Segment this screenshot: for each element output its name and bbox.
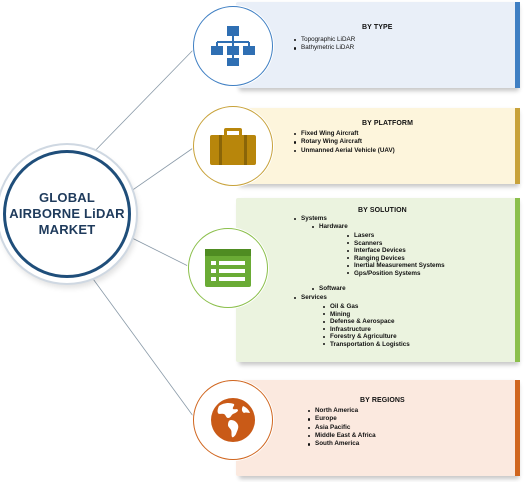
platform-list: Fixed Wing Aircraft Rotary Wing Aircraft… — [294, 130, 395, 155]
list-item: Europe — [308, 415, 376, 423]
software-label: Software — [312, 285, 346, 293]
connector-solution — [123, 233, 197, 271]
list-item: Defense & Aerospace — [323, 318, 410, 326]
list-item: Ranging Devices — [347, 255, 445, 263]
type-badge — [193, 6, 273, 86]
connector-regions — [87, 271, 197, 421]
platform-panel-accent — [515, 108, 520, 184]
org-chart-icon — [211, 26, 255, 66]
list-item: Inertial Measurement Systems — [347, 262, 445, 270]
list-item: North America — [308, 407, 376, 415]
solution-services-list: Services — [294, 294, 327, 302]
services-label: Services — [294, 294, 327, 302]
solution-panel-accent — [515, 198, 520, 362]
solution-systems-list: Systems — [294, 215, 327, 223]
solution-panel: BY SOLUTION Systems Hardware Lasers Scan… — [236, 198, 520, 362]
market-hub: GLOBAL AIRBORNE LiDAR MARKET — [3, 150, 131, 278]
list-item: Bathymetric LiDAR — [294, 44, 355, 52]
regions-panel: BY REGIONS North America Europe Asia Pac… — [236, 380, 520, 476]
connector-type — [87, 46, 197, 159]
list-item: Unmanned Aerial Vehicle (UAV) — [294, 147, 395, 155]
platform-badge — [193, 106, 273, 186]
hardware-label: Hardware — [312, 223, 348, 231]
regions-panel-accent — [515, 380, 520, 476]
solution-title: BY SOLUTION — [358, 207, 407, 214]
solution-hardware-list: Hardware — [312, 223, 348, 231]
solution-software-list: Software — [312, 285, 346, 293]
list-item: Interface Devices — [347, 247, 445, 255]
list-window-icon — [205, 249, 251, 287]
regions-list: North America Europe Asia Pacific Middle… — [308, 407, 376, 448]
list-item: Middle East & Africa — [308, 432, 376, 440]
list-item: Rotary Wing Aircraft — [294, 138, 395, 146]
platform-title: BY PLATFORM — [362, 120, 414, 127]
list-item: Lasers — [347, 232, 445, 240]
type-panel: BY TYPE Topographic LiDAR Bathymetric Li… — [236, 2, 520, 88]
briefcase-icon — [210, 128, 256, 165]
solution-badge — [188, 228, 268, 308]
list-item: Scanners — [347, 240, 445, 248]
connector-platform — [123, 145, 197, 197]
regions-badge — [193, 380, 273, 460]
list-item: Topographic LiDAR — [294, 36, 355, 44]
type-list: Topographic LiDAR Bathymetric LiDAR — [294, 36, 355, 53]
hardware-items-list: Lasers Scanners Interface Devices Rangin… — [347, 232, 445, 277]
globe-icon — [211, 398, 255, 442]
services-items-list: Oil & Gas Mining Defense & Aerospace Inf… — [323, 303, 410, 348]
list-item: Forestry & Agriculture — [323, 333, 410, 341]
list-item: South America — [308, 440, 376, 448]
regions-title: BY REGIONS — [360, 397, 405, 404]
systems-label: Systems — [294, 215, 327, 223]
type-panel-accent — [515, 2, 520, 88]
list-item: Fixed Wing Aircraft — [294, 130, 395, 138]
list-item: Transportation & Logistics — [323, 341, 410, 349]
platform-panel: BY PLATFORM Fixed Wing Aircraft Rotary W… — [236, 108, 520, 184]
list-item: Oil & Gas — [323, 303, 410, 311]
list-item: Gps/Position Systems — [347, 270, 445, 278]
hub-title: GLOBAL AIRBORNE LiDAR MARKET — [9, 190, 125, 237]
list-item: Asia Pacific — [308, 424, 376, 432]
list-item: Infrastructure — [323, 326, 410, 334]
type-title: BY TYPE — [362, 24, 393, 31]
list-item: Mining — [323, 311, 410, 319]
